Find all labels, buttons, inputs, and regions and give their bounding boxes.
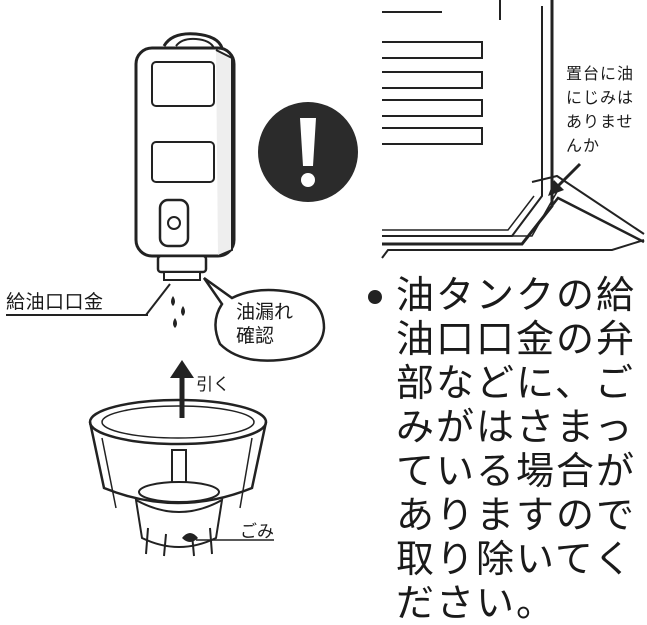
- fuel-cap-leader: [145, 283, 171, 316]
- leak-check-label: 油漏れ 確認: [236, 300, 293, 348]
- fuel-cap-label: 給油口口金: [6, 291, 104, 313]
- dust-label: ごみ: [240, 522, 274, 542]
- fuel-cap-leader-line: [6, 314, 148, 316]
- oil-drops-icon: [171, 296, 185, 328]
- speech-bubble: [202, 276, 326, 362]
- arrow-up-icon: [170, 360, 194, 418]
- leak-check-line2: 確認: [236, 325, 275, 347]
- pull-label: 引く: [196, 375, 230, 395]
- bullet-point: [368, 290, 382, 304]
- fuel-tank-icon: [134, 32, 236, 281]
- leak-check-line1: 油漏れ: [236, 301, 294, 323]
- arrow-pointer-icon: [548, 162, 582, 196]
- stand-oil-note: 置台に油にじみはありませんか: [566, 64, 635, 155]
- warning-exclamation-icon: [258, 102, 358, 202]
- heater-base-icon: [381, 0, 645, 259]
- main-instruction-text: 油タンクの給油口口金の弁部などに、ごみがはさまっている場合がありますので取り除い…: [396, 273, 637, 625]
- dust-leader: [196, 539, 274, 541]
- cap-valve-icon: [88, 398, 268, 557]
